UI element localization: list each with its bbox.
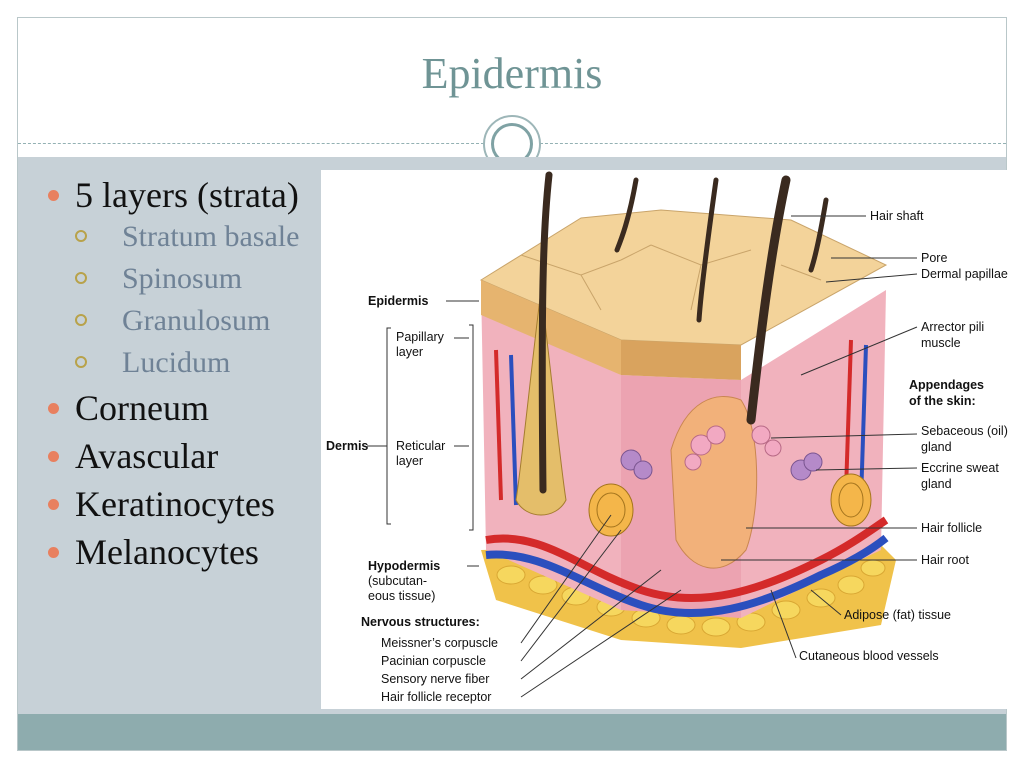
label-sensory-nerve: Sensory nerve fiber — [381, 672, 489, 686]
label-meissner: Meissner’s corpuscle — [381, 636, 498, 650]
label-epidermis: Epidermis — [368, 294, 428, 308]
vein — [485, 534, 889, 618]
sub-bullet-text: Granulosum — [122, 304, 271, 337]
bullet-item: 5 layers (strata) Stratum basale Spinosu… — [28, 176, 318, 379]
bullet-item: Corneum — [28, 389, 318, 427]
bullet-item: Avascular — [28, 437, 318, 475]
sub-bullet-text: Spinosum — [122, 262, 243, 295]
label-hypodermis-sub-2: eous tissue) — [368, 589, 435, 603]
label-pore: Pore — [921, 251, 947, 265]
epidermis-surface — [479, 209, 888, 346]
label-reticular-1: Reticular — [396, 439, 445, 453]
slide-title: Epidermis — [421, 49, 603, 98]
bullet-text: Avascular — [75, 436, 219, 476]
bullet-text: 5 layers (strata) — [75, 175, 299, 215]
artery — [485, 516, 889, 603]
label-hypodermis: Hypodermis — [368, 559, 440, 573]
label-hair-follicle: Hair follicle — [921, 521, 982, 535]
eccrine-sweat-gland — [620, 449, 823, 481]
leader-lines — [367, 215, 918, 698]
label-adipose: Adipose (fat) tissue — [844, 608, 951, 622]
bullet-item: Keratinocytes — [28, 485, 318, 523]
label-reticular-2: layer — [396, 454, 423, 468]
label-sebaceous-2: gland — [921, 440, 952, 454]
skin-diagram-figure: Epidermis Papillary layer Dermis Reticul… — [321, 170, 1008, 709]
bullet-dot-icon — [48, 499, 59, 510]
sub-bullet-list: Stratum basale Spinosum Granulosum Lucid… — [75, 220, 318, 379]
bullet-item: Melanocytes — [28, 533, 318, 571]
sub-bullet-text: Lucidum — [122, 346, 231, 379]
label-papillary-2: layer — [396, 345, 423, 359]
label-blood-vessels: Cutaneous blood vessels — [799, 649, 939, 663]
bullet-text: Keratinocytes — [75, 484, 275, 524]
footer-band — [18, 714, 1006, 750]
label-pacinian: Pacinian corpuscle — [381, 654, 486, 668]
epidermis-front-face — [621, 340, 741, 380]
label-nervous-title: Nervous structures: — [361, 615, 480, 629]
sebaceous-gland — [684, 425, 782, 471]
label-hair-shaft: Hair shaft — [870, 209, 924, 223]
label-appendages-1: Appendages — [909, 378, 984, 392]
skin-cross-section-illustration: Epidermis Papillary layer Dermis Reticul… — [326, 171, 1008, 704]
sub-bullet-item: Spinosum — [75, 262, 318, 295]
ring-bullet-icon — [75, 230, 87, 242]
label-appendages-2: of the skin: — [909, 394, 976, 408]
label-papillary-1: Papillary — [396, 330, 445, 344]
title-divider-right — [540, 143, 1006, 144]
pacinian-corpuscle — [588, 473, 872, 537]
ring-bullet-icon — [75, 356, 87, 368]
label-arrector-2: muscle — [921, 336, 961, 350]
hair-shafts — [538, 171, 829, 494]
epidermis-left-face — [481, 280, 621, 375]
label-eccrine-2: gland — [921, 477, 952, 491]
label-dermis: Dermis — [326, 439, 368, 453]
ring-bullet-icon — [75, 272, 87, 284]
bullet-text: Corneum — [75, 388, 209, 428]
label-sebaceous-1: Sebaceous (oil) — [921, 424, 1008, 438]
label-dermal-papillae: Dermal papillae — [921, 267, 1008, 281]
bullet-dot-icon — [48, 547, 59, 558]
bullet-dot-icon — [48, 190, 59, 201]
label-hair-root: Hair root — [921, 553, 969, 567]
title-divider-left — [18, 143, 484, 144]
bullet-text: Melanocytes — [75, 532, 259, 572]
bullet-dot-icon — [48, 451, 59, 462]
sub-bullet-item: Stratum basale — [75, 220, 318, 253]
hair-follicle-center — [670, 396, 758, 569]
sub-bullet-text: Stratum basale — [122, 220, 300, 253]
label-hypodermis-sub-1: (subcutan- — [368, 574, 427, 588]
bullet-dot-icon — [48, 403, 59, 414]
label-eccrine-1: Eccrine sweat — [921, 461, 999, 475]
label-hair-follicle-receptor: Hair follicle receptor — [381, 690, 491, 704]
skin-surface-lines — [520, 244, 822, 311]
label-arrector-1: Arrector pili — [921, 320, 984, 334]
ring-bullet-icon — [75, 314, 87, 326]
sub-bullet-item: Lucidum — [75, 346, 318, 379]
bullet-list: 5 layers (strata) Stratum basale Spinosu… — [28, 176, 318, 581]
sub-bullet-item: Granulosum — [75, 304, 318, 337]
